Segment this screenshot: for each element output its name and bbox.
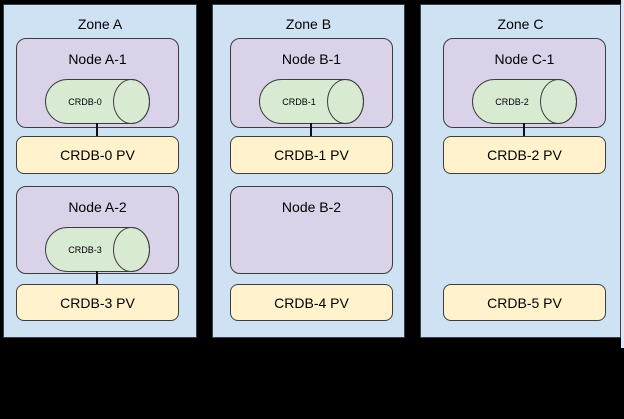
zone-c: Zone C Node C-1 CRDB-2 CRDB-2 PV CRDB-5 … [420, 4, 621, 338]
pod-crdb-2: CRDB-2 [472, 79, 577, 124]
cylinder-icon [45, 227, 150, 272]
node-b-2-label: Node B-2 [281, 199, 342, 215]
zone-a-title: Zone A [77, 16, 123, 32]
cylinder-icon [45, 79, 150, 124]
zone-c-title: Zone C [497, 16, 544, 32]
pod-crdb-3-label: CRDB-3 [68, 244, 102, 255]
node-b-1: Node B-1 CRDB-1 [230, 38, 393, 128]
connector-a-1 [96, 123, 98, 136]
pv-crdb-4: CRDB-4 PV [230, 284, 393, 321]
zone-b-title: Zone B [285, 16, 332, 32]
pv-crdb-2-label: CRDB-2 PV [487, 147, 562, 163]
pod-crdb-0-label: CRDB-0 [68, 96, 102, 107]
right-edge-artifact [621, 0, 624, 348]
node-c-1-label: Node C-1 [494, 51, 555, 67]
pod-crdb-0: CRDB-0 [45, 79, 150, 124]
pv-crdb-5: CRDB-5 PV [443, 284, 606, 321]
node-a-2-label: Node A-2 [68, 199, 127, 215]
pv-crdb-1-label: CRDB-1 PV [274, 147, 349, 163]
node-a-2: Node A-2 CRDB-3 [16, 186, 179, 274]
connector-c-1 [523, 123, 525, 136]
pv-crdb-2: CRDB-2 PV [443, 136, 606, 174]
pv-crdb-3: CRDB-3 PV [16, 284, 179, 321]
pv-crdb-1: CRDB-1 PV [230, 136, 393, 174]
pv-crdb-4-label: CRDB-4 PV [274, 294, 349, 311]
pod-crdb-1-label: CRDB-1 [282, 96, 316, 107]
pv-crdb-3-label: CRDB-3 PV [60, 294, 135, 311]
pod-crdb-2-label: CRDB-2 [495, 96, 529, 107]
pod-crdb-1: CRDB-1 [259, 79, 364, 124]
node-a-1: Node A-1 CRDB-0 [16, 38, 179, 128]
pv-crdb-0-label: CRDB-0 PV [60, 147, 135, 163]
pv-crdb-5-label: CRDB-5 PV [487, 294, 562, 311]
zone-a: Zone A Node A-1 CRDB-0 CRDB-0 PV Node A-… [3, 4, 197, 338]
node-b-1-label: Node B-1 [281, 51, 342, 67]
zone-b: Zone B Node B-1 CRDB-1 CRDB-1 PV Node B-… [212, 4, 405, 338]
pv-crdb-0: CRDB-0 PV [16, 136, 179, 174]
cylinder-icon [259, 79, 364, 124]
node-a-1-label: Node A-1 [68, 51, 127, 67]
node-b-2: Node B-2 [230, 186, 393, 274]
pod-crdb-3: CRDB-3 [45, 227, 150, 272]
connector-b-1 [310, 123, 312, 136]
connector-a-2 [96, 271, 98, 284]
cylinder-icon [472, 79, 577, 124]
node-c-1: Node C-1 CRDB-2 [443, 38, 606, 128]
